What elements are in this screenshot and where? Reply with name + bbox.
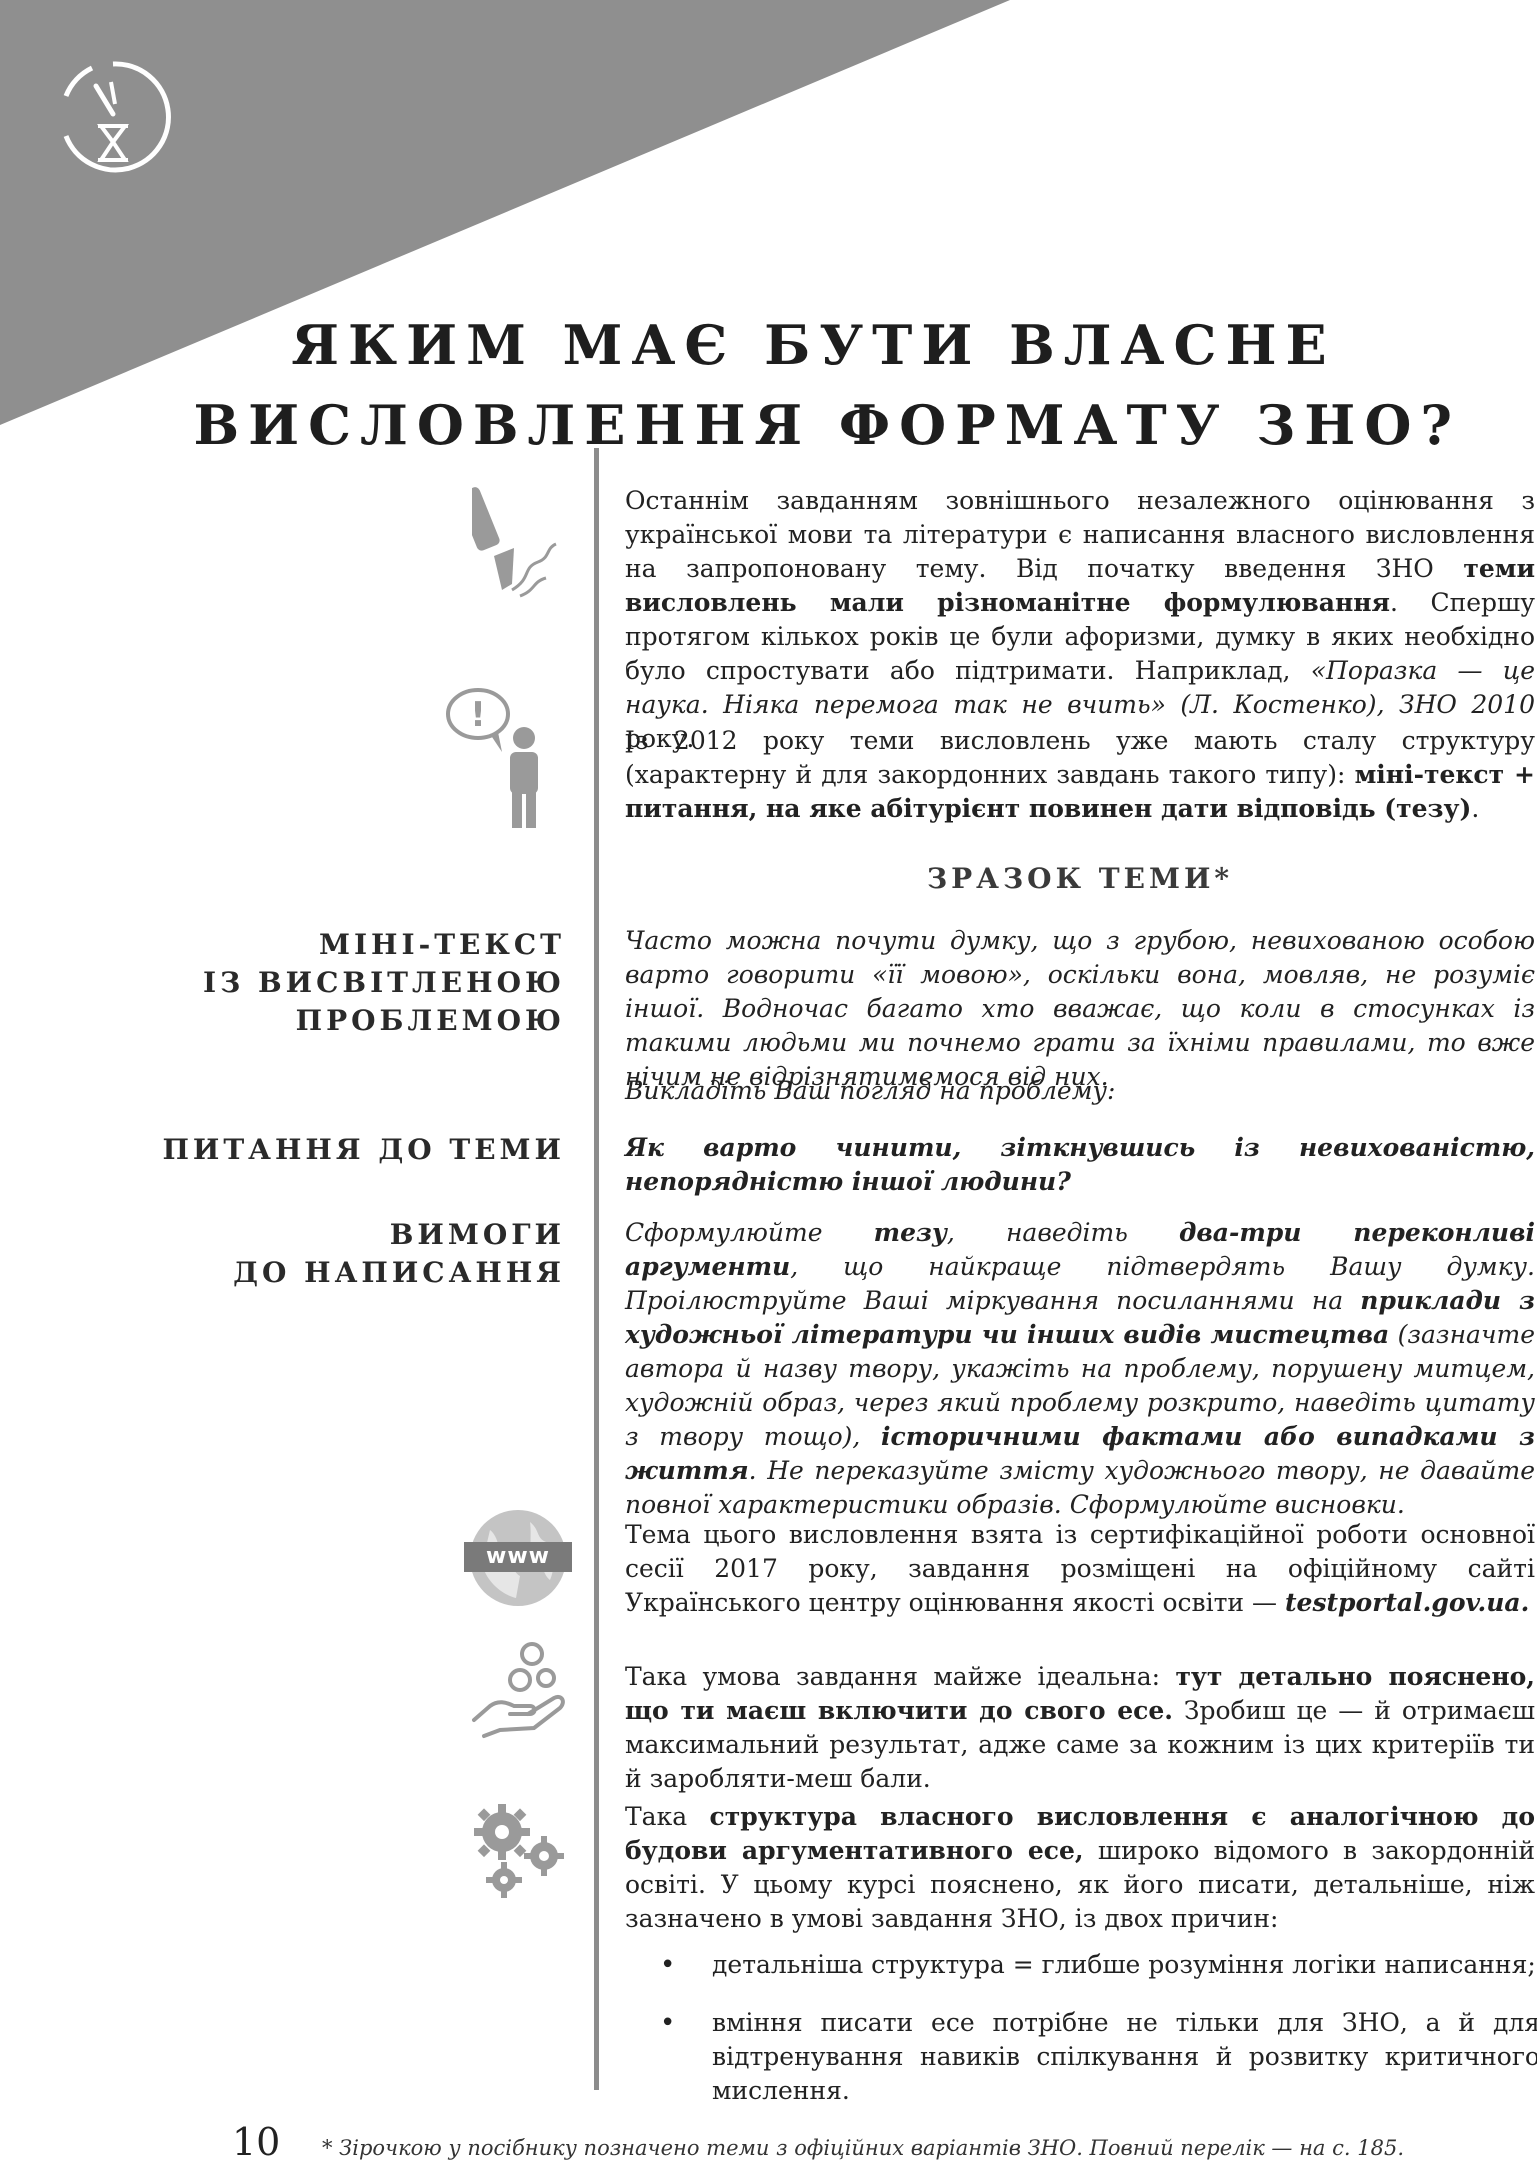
footnote: * Зірочкою у посібнику позначено теми з … <box>322 2136 1404 2160</box>
requirements-text: Сформулюйте тезу, наведіть два-три перек… <box>625 1218 1535 1519</box>
list-item: вміння писати есе потрібне не тільки для… <box>660 2006 1537 2108</box>
www-globe-icon: www <box>464 1510 572 1606</box>
title-line-2: ВИСЛОВЛЕННЯ ФОРМАТУ ЗНО? <box>193 393 1461 457</box>
reasons-list: детальніша структура = глибше розуміння … <box>660 1948 1537 2132</box>
person-speech-bubble-icon: ! <box>446 688 538 828</box>
gears-icon <box>474 1804 564 1898</box>
label-mini-text: МІНІ-ТЕКСТ ІЗ ВИСВІТЛЕНОЮ ПРОБЛЕМОЮ <box>202 928 565 1037</box>
intro-paragraph: Останнім завданням зовнішнього незалежно… <box>625 486 1535 753</box>
svg-text:!: ! <box>470 695 486 735</box>
www-label: www <box>464 1542 572 1572</box>
question-text: Як варто чинити, зіткнувшись із невихова… <box>625 1133 1535 1196</box>
structure-paragraph: Із 2012 року теми висловлень уже мають с… <box>625 726 1535 823</box>
label-question: ПИТАННЯ ДО ТЕМИ <box>162 1133 565 1166</box>
fountain-pen-icon <box>472 487 557 598</box>
sample-heading: ЗРАЗОК ТЕМИ* <box>926 862 1234 895</box>
title-line-1: ЯКИМ МАЄ БУТИ ВЛАСНЕ <box>291 313 1336 377</box>
page-title: ЯКИМ МАЄ БУТИ ВЛАСНЕ ВИСЛОВЛЕННЯ ФОРМАТУ… <box>0 305 1537 465</box>
source-paragraph: Тема цього висловлення взята із сертифік… <box>625 1520 1535 1617</box>
mini-text: Часто можна почути думку, що з грубою, н… <box>625 926 1535 1091</box>
page-number: 10 <box>232 2120 281 2164</box>
vertical-divider <box>594 448 599 2090</box>
essay-paragraph: Така структура власного висловлення є ан… <box>625 1802 1535 1933</box>
hand-coins-icon <box>472 1642 565 1738</box>
clock-hourglass-icon <box>63 61 171 173</box>
condition-paragraph: Така умова завдання майже ідеальна: тут … <box>625 1662 1536 1793</box>
list-item: детальніша структура = глибше розуміння … <box>660 1948 1537 1982</box>
prompt-text: Викладіть Ваш погляд на проблему: <box>625 1076 1116 1105</box>
label-requirements: ВИМОГИ ДО НАПИСАННЯ <box>233 1218 565 1289</box>
